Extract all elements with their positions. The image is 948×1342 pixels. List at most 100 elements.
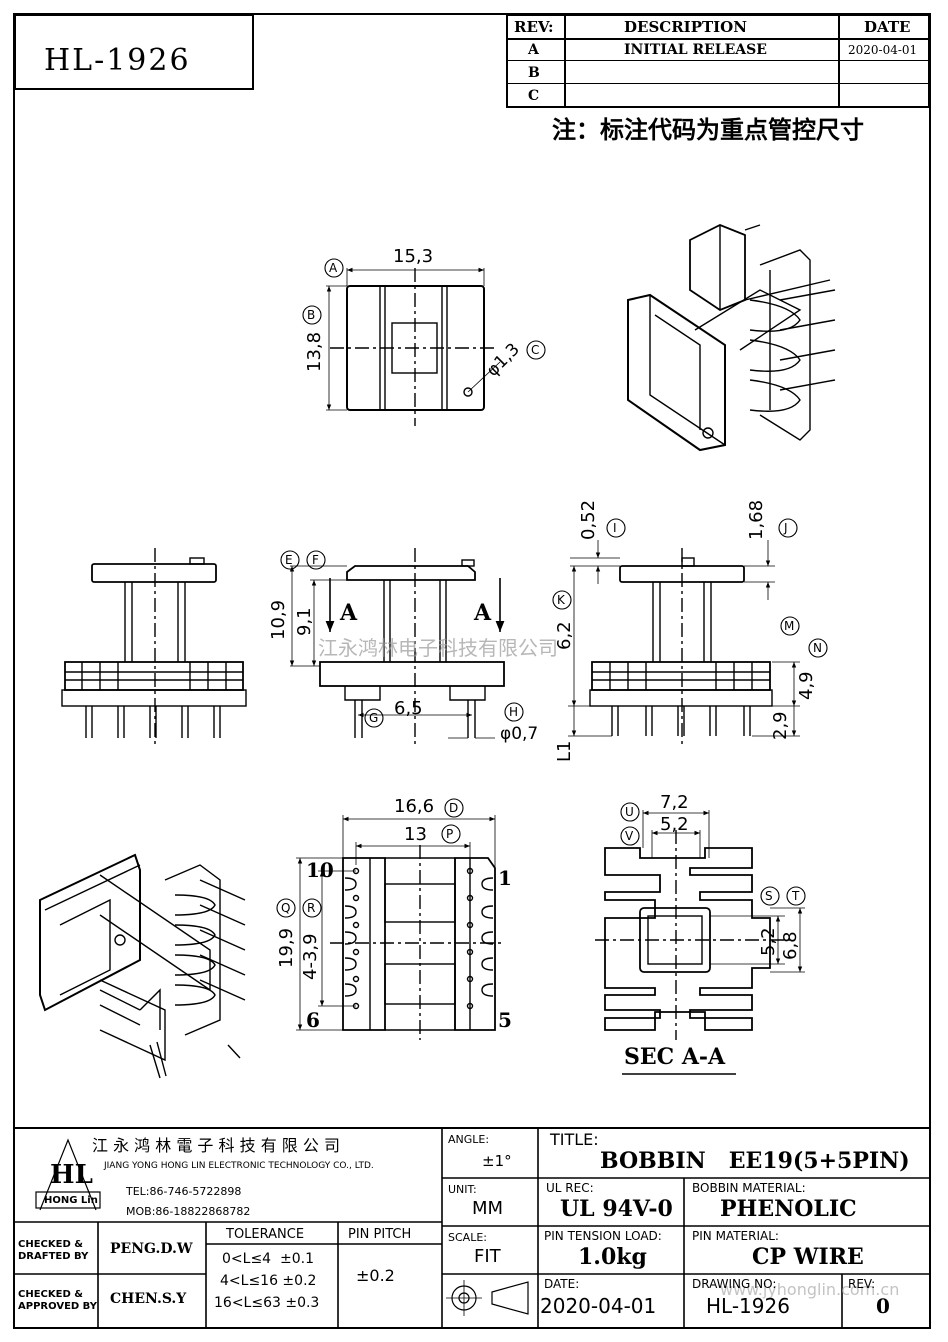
pin-pitch-value: ±0.2 [356, 1266, 395, 1285]
logo-text: HL [50, 1160, 93, 1190]
watermark-url: www.jyhonglin.com.cn [720, 1280, 900, 1299]
isometric-view-top [627, 224, 836, 452]
callout-v: V [625, 829, 634, 843]
dim-top-height: 13,8 [304, 331, 325, 372]
date-label: DATE: [544, 1277, 580, 1291]
dim-bottom-w2: 13 [404, 824, 427, 845]
control-note: 注：标注代码为重点管控尺寸 [552, 116, 864, 144]
dim-pin-dia: φ0,7 [500, 724, 539, 744]
rev-row-c: C [528, 88, 540, 104]
callout-p: P [446, 827, 454, 841]
section-arrow-right-label: A [474, 600, 492, 626]
dim-0-52: 0,52 [578, 499, 599, 540]
company-mob: MOB:86-18822868782 [126, 1205, 251, 1218]
callout-f: F [312, 553, 319, 567]
ul-rec-value: UL 94V-0 [560, 1196, 673, 1222]
dim-sec-h2: 6,8 [780, 931, 801, 960]
pin-label-5: 5 [498, 1008, 512, 1032]
pin-tension-value: 1.0kg [578, 1244, 647, 1270]
approved-label-2: APPROVED BY [18, 1301, 97, 1312]
front-view [289, 548, 505, 745]
dim-1-68: 1,68 [746, 499, 767, 540]
drawing-no-label: DRAWING NO: [692, 1277, 777, 1291]
dim-2-9: 2,9 [770, 711, 791, 740]
rev-row-b: B [528, 65, 540, 81]
watermark: 江永鸿林电子科技有限公司 [318, 636, 558, 660]
dim-bottom-w1: 16,6 [394, 796, 435, 817]
dim-top-width: 15,3 [393, 246, 434, 267]
drafted-label-2: DRAFTED BY [18, 1251, 89, 1262]
scale-value: FIT [474, 1246, 501, 1267]
dim-front-h1: 10,9 [268, 599, 289, 640]
pin-label-10: 10 [306, 858, 334, 882]
bobbin-material-value: PHENOLIC [720, 1196, 857, 1222]
pin-material-value: CP WIRE [752, 1244, 864, 1270]
drawing-no-value: HL-1926 [706, 1294, 790, 1318]
title-value: BOBBIN EE19(5+5PIN) [600, 1148, 910, 1174]
date-value: 2020-04-01 [540, 1294, 657, 1318]
callout-q: Q [281, 901, 291, 915]
callout-s: S [765, 889, 773, 903]
callout-r: R [307, 901, 316, 915]
company-tel: TEL:86-746-5722898 [126, 1185, 242, 1198]
pin-label-6: 6 [306, 1008, 320, 1032]
top-view [326, 267, 501, 426]
tolerance-row-2: 4<L≤16 ±0.2 [220, 1273, 317, 1289]
drafted-by: PENG.D.W [110, 1241, 193, 1257]
isometric-view-bottom [39, 853, 246, 1079]
ul-rec-label: UL REC: [546, 1181, 594, 1195]
callout-b: B [307, 308, 316, 322]
tolerance-label: TOLERANCE [226, 1227, 305, 1242]
company-name-cn: 江 永 鸿 林 電 子 科 技 有 限 公 司 [92, 1136, 340, 1155]
rev-row-a-date: 2020-04-01 [848, 43, 918, 57]
dim-l1: L1 [554, 740, 575, 762]
side-view-right [568, 540, 800, 745]
bobbin-material-label: BOBBIN MATERIAL: [692, 1181, 806, 1195]
pin-material-label: PIN MATERIAL: [692, 1229, 779, 1243]
rev-header: REV: [514, 18, 554, 36]
dim-bottom-h: 19,9 [276, 927, 297, 968]
pin-pitch-label: PIN PITCH [348, 1227, 412, 1242]
rev-value: 0 [876, 1294, 890, 1318]
callout-d: D [449, 801, 459, 815]
scale-label: SCALE: [448, 1231, 487, 1244]
unit-value: MM [472, 1198, 504, 1219]
rev-row-a: A [528, 42, 539, 58]
section-a-a [595, 810, 805, 1075]
dim-sec-h1: 5,2 [758, 927, 779, 956]
dim-pin-pitch: 6,5 [394, 698, 423, 719]
tolerance-row-3: 16<L≤63 ±0.3 [214, 1295, 320, 1311]
callout-h: H [509, 705, 519, 719]
rev-row-a-description: INITIAL RELEASE [624, 42, 767, 58]
callout-c: C [531, 343, 540, 357]
callout-a: A [329, 261, 338, 275]
approved-label-1: CHECKED & [18, 1289, 83, 1300]
callout-g: G [369, 711, 379, 725]
side-view-left [61, 548, 247, 745]
callout-j: J [784, 521, 788, 535]
section-arrow-left-label: A [340, 600, 358, 626]
bottom-view [296, 815, 505, 1040]
callout-i: I [613, 521, 617, 535]
dim-sec-w1: 7,2 [660, 792, 689, 813]
callout-m: M [784, 619, 795, 633]
description-header: DESCRIPTION [624, 18, 747, 36]
dim-4-9: 4,9 [796, 671, 817, 700]
angle-value: ±1° [482, 1152, 512, 1170]
drafted-label-1: CHECKED & [18, 1239, 83, 1250]
section-label: SEC A-A [624, 1044, 726, 1070]
callout-u: U [625, 805, 634, 819]
tolerance-row-1: 0<L≤4 ±0.1 [222, 1251, 314, 1267]
callout-e: E [285, 553, 293, 567]
company-name-en: JIANG YONG HONG LIN ELECTRONIC TECHNOLOG… [104, 1161, 374, 1171]
dim-6-2: 6,2 [554, 621, 575, 650]
dim-sec-w2: 5,2 [660, 814, 689, 835]
callout-k: K [557, 593, 565, 607]
callout-t: T [792, 889, 800, 903]
unit-label: UNIT: [448, 1183, 477, 1196]
dim-bottom-pitch: 4-3,9 [300, 933, 321, 980]
logo-sub: HONG Lin [44, 1195, 98, 1206]
pin-label-1: 1 [498, 866, 512, 890]
callout-circles [276, 258, 828, 918]
